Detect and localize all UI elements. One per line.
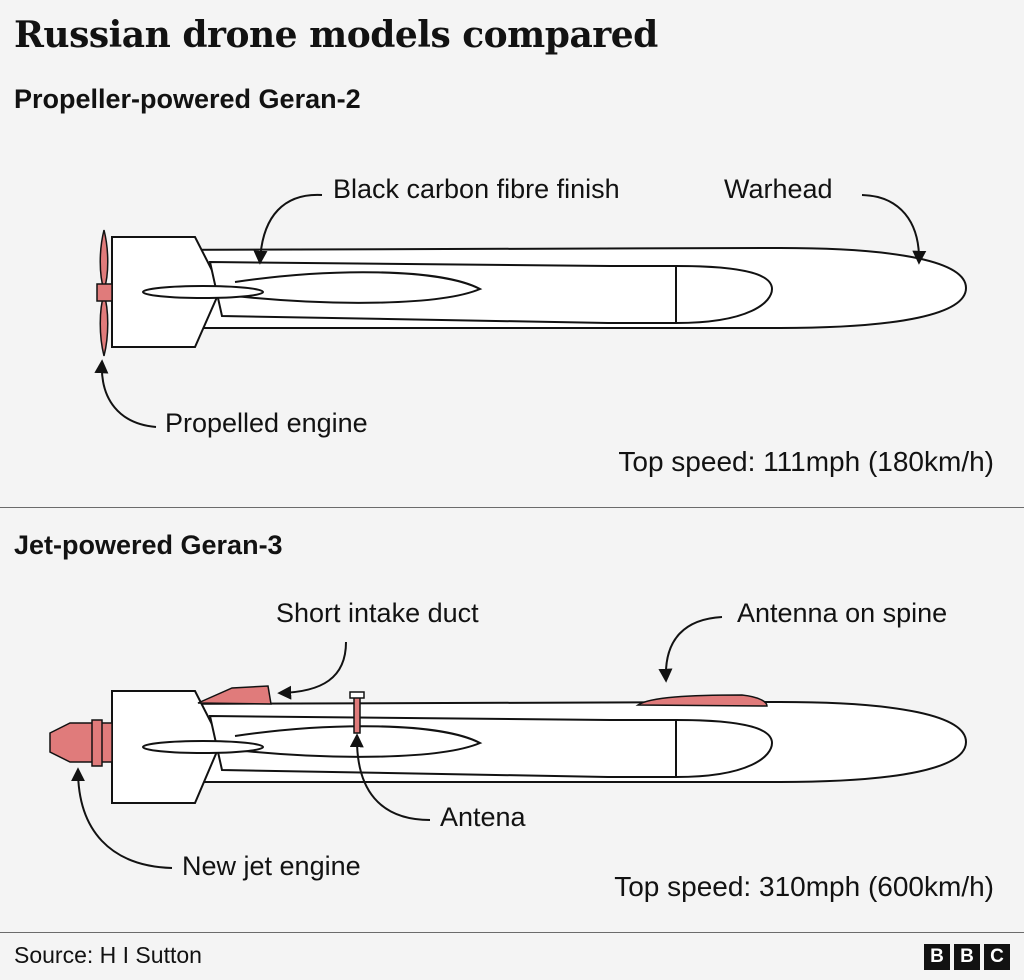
- bbc-logo-letter: B: [924, 944, 950, 970]
- label-antenna-on-spine: Antenna on spine: [737, 598, 948, 628]
- jet-engine-icon: [49, 719, 113, 767]
- geran-3-heading: Jet-powered Geran-3: [14, 530, 283, 560]
- geran-3-top-speed: Top speed: 310mph (600km/h): [614, 871, 994, 902]
- geran-2-wing: [208, 260, 774, 324]
- arrow-propelled-engine: [94, 359, 157, 428]
- label-antena: Antena: [440, 802, 526, 832]
- geran-3-wing: [208, 714, 774, 778]
- spine-antenna-shape: [635, 694, 768, 707]
- bbc-logo: B B C: [924, 944, 1010, 970]
- geran-2-top-speed: Top speed: 111mph (180km/h): [618, 446, 994, 477]
- arrow-finish: [253, 193, 323, 265]
- antenna-mast: [353, 696, 361, 734]
- label-short-intake-duct: Short intake duct: [276, 598, 479, 628]
- arrow-jet-engine: [71, 767, 173, 869]
- arrow-antena: [349, 733, 431, 821]
- section-divider: [0, 507, 1024, 508]
- propeller-icon: [96, 229, 113, 357]
- arrow-intake: [277, 641, 347, 700]
- arrow-warhead: [861, 194, 927, 265]
- footer-divider: [0, 932, 1024, 933]
- label-black-carbon-finish: Black carbon fibre finish: [333, 174, 620, 204]
- geran-3-drone: [111, 690, 968, 804]
- page-title: Russian drone models compared: [14, 14, 658, 56]
- source-credit: Source: H I Sutton: [14, 942, 202, 968]
- bbc-logo-letter: C: [984, 944, 1010, 970]
- label-warhead: Warhead: [724, 174, 833, 204]
- geran-2-heading: Propeller-powered Geran-2: [14, 84, 361, 114]
- bbc-logo-letter: B: [954, 944, 980, 970]
- arrow-spine-antenna: [658, 616, 723, 683]
- short-intake-duct-shape: [197, 685, 272, 705]
- label-propelled-engine: Propelled engine: [165, 408, 368, 438]
- label-new-jet-engine: New jet engine: [182, 851, 361, 881]
- geran-2-drone: [111, 236, 968, 348]
